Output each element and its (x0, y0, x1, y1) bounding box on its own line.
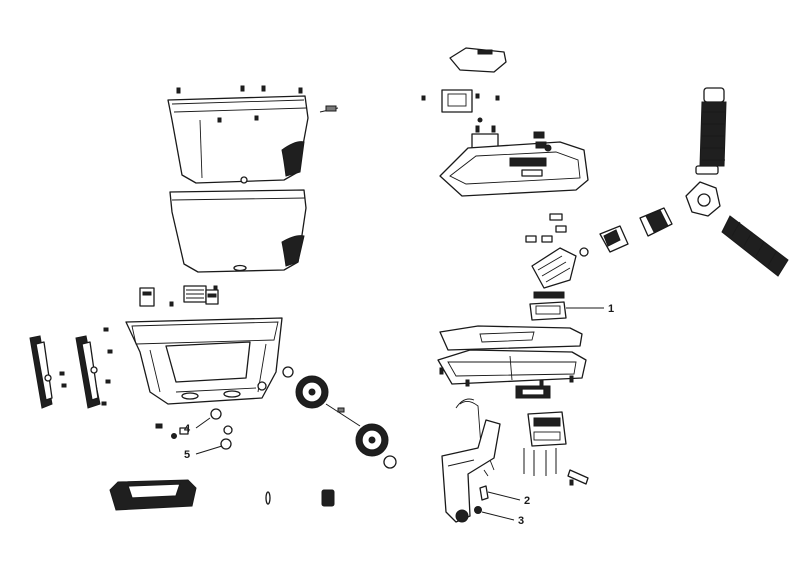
motor-assembly (525, 213, 589, 299)
wire-loop (455, 398, 483, 461)
handle-screws (59, 327, 113, 406)
hinge-pin (319, 105, 339, 113)
hose-y-connector (685, 181, 721, 217)
top-housing (439, 131, 589, 197)
lid-tray (109, 479, 197, 511)
latch-brackets (139, 285, 219, 307)
axle (325, 403, 361, 427)
top-handle-cover (449, 47, 507, 73)
wheel-front (355, 423, 397, 469)
small-washer (265, 491, 271, 505)
hose-long (695, 87, 727, 175)
callout-2: 2 (524, 495, 530, 507)
hose-coupler (599, 207, 673, 253)
wire-lead (483, 459, 495, 477)
upper-bin (167, 85, 339, 184)
duct-tube (441, 419, 501, 523)
drain-cap (195, 425, 233, 455)
mounting-plate (439, 325, 583, 351)
side-handle-right (75, 335, 101, 409)
spark-igniter (567, 469, 589, 486)
wheeled-base (125, 317, 283, 405)
drain-plug (195, 408, 222, 429)
handle-bracket (421, 89, 500, 113)
hose-right (721, 215, 789, 277)
wheel-rear (282, 366, 329, 409)
connector-block (515, 385, 551, 399)
small-latch-parts (155, 423, 189, 439)
grommet-3 (474, 506, 515, 521)
clip-2 (479, 485, 521, 501)
support-rods (523, 448, 557, 476)
filter-box (529, 301, 604, 321)
side-handle-left (29, 335, 53, 409)
callout-3: 3 (518, 515, 524, 527)
callout-5: 5 (184, 449, 190, 461)
screw-set (176, 85, 303, 123)
callout-1: 1 (608, 303, 614, 315)
battery-pack (527, 411, 567, 447)
switch-cluster (533, 131, 552, 152)
lower-bin (169, 189, 307, 273)
base-frame (437, 349, 587, 387)
knob (321, 489, 335, 507)
callout-4: 4 (184, 423, 191, 435)
